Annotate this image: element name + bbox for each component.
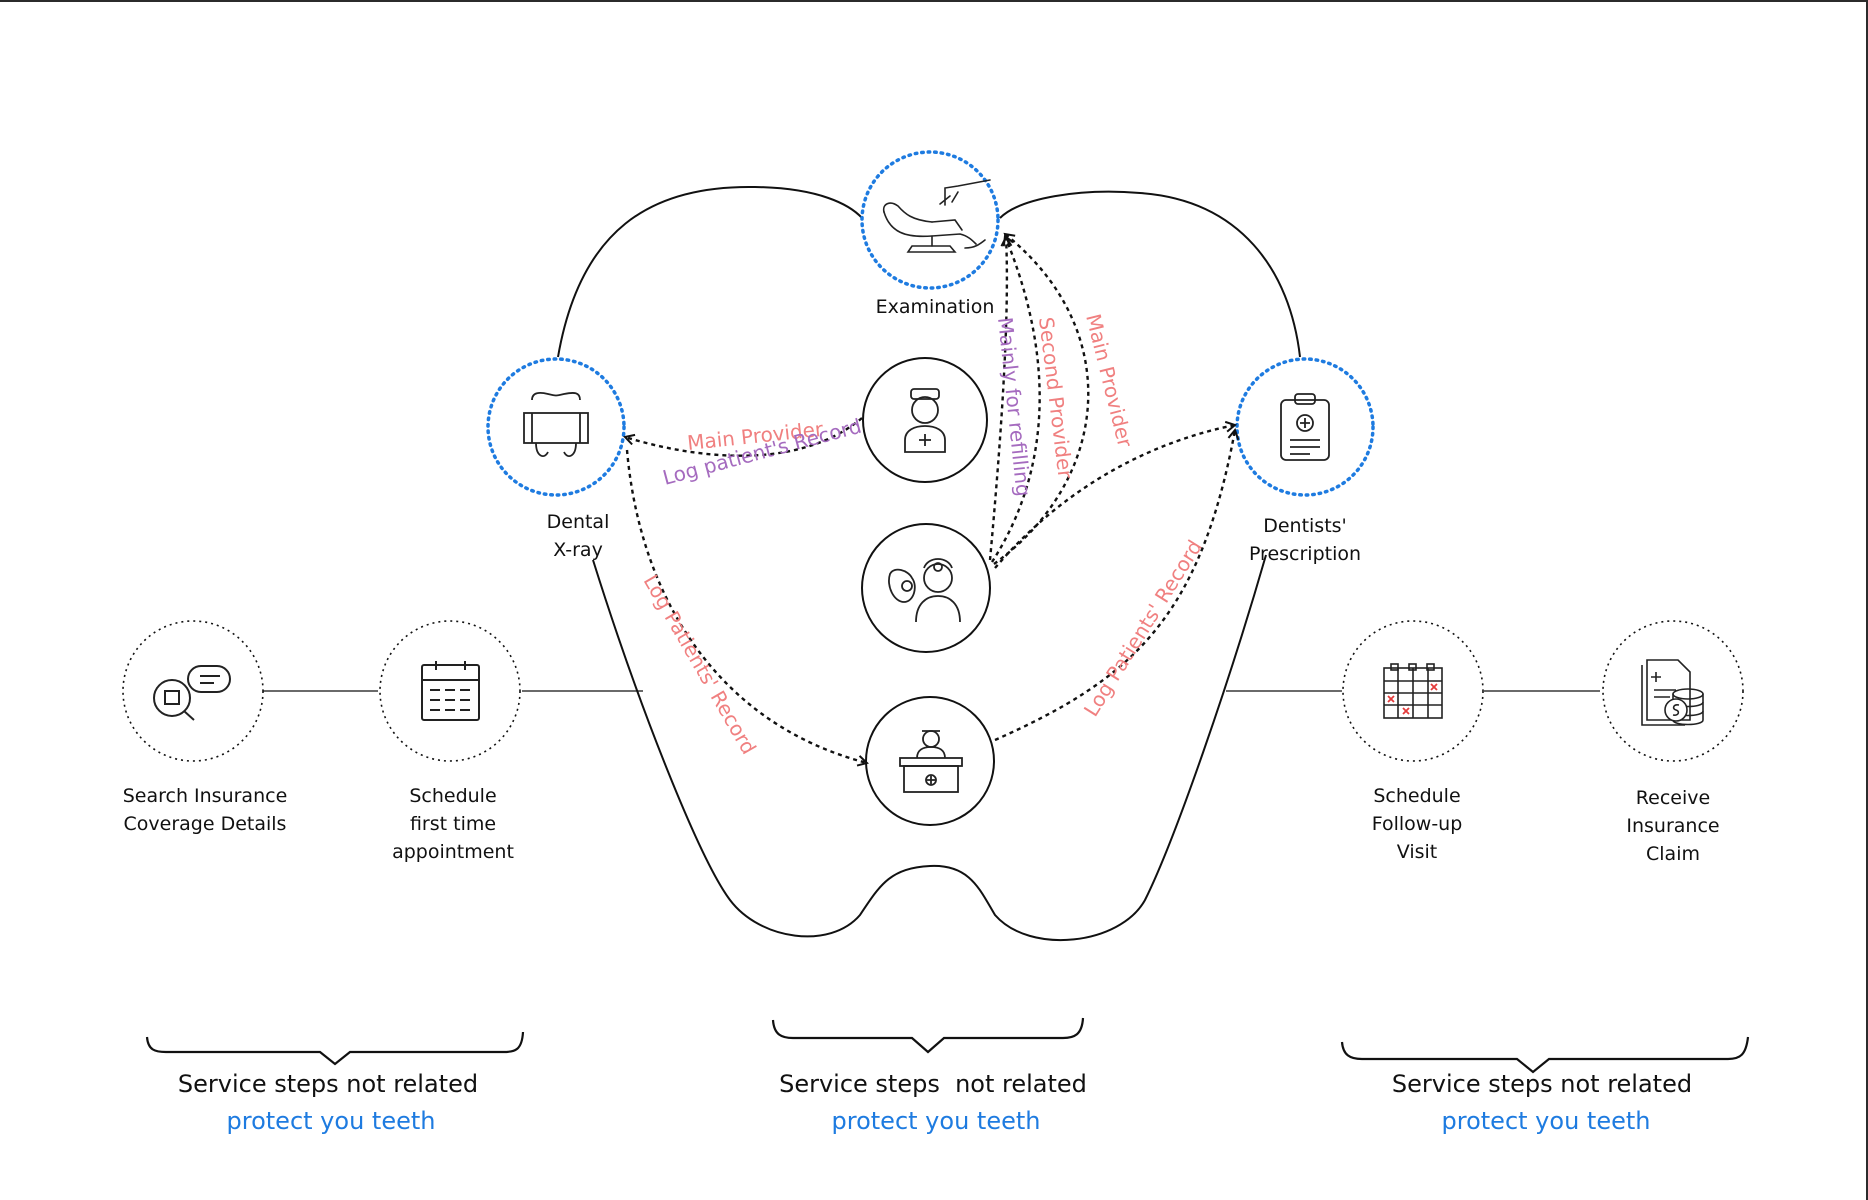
- brace-right: [1340, 1036, 1750, 1074]
- arrow-dentist-to-prescription: [994, 425, 1235, 569]
- label-dentist-mainly-refilling: Mainly for refilling: [993, 316, 1036, 498]
- tooth-outline: [557, 185, 1301, 942]
- dental-xray-node[interactable]: [486, 357, 626, 497]
- label-schedule-followup: Schedule Follow-up Visit: [1371, 785, 1463, 863]
- clipboard-icon: [1280, 393, 1330, 461]
- brace-right-subtitle: protect you teeth: [1441, 1107, 1651, 1135]
- flow-arrows: [625, 234, 1235, 763]
- label-examination: Examination: [875, 296, 995, 318]
- label-dentist-second-provider: Second Provider: [1034, 316, 1078, 481]
- label-search-insurance: Search Insurance Coverage Details: [122, 785, 288, 835]
- brace-center: [771, 1017, 1085, 1054]
- claim-coins-icon: [1641, 659, 1704, 726]
- reception-desk-icon: [899, 730, 963, 793]
- schedule-first-node[interactable]: [379, 620, 521, 762]
- schedule-followup-node[interactable]: [1342, 620, 1484, 762]
- braces: [145, 1017, 1750, 1074]
- frame-top-border: [0, 0, 1868, 2]
- arrow-dentist-to-exam-second: [990, 236, 1041, 563]
- calendar-icon: [421, 661, 480, 721]
- prescription-node[interactable]: [1235, 357, 1375, 497]
- label-xray-log-records: Log Patients' Record: [639, 571, 761, 759]
- dental-chair-icon: [882, 179, 991, 253]
- arrow-nurse-to-xray: [625, 417, 863, 457]
- brace-center-title: Service steps not related: [779, 1070, 1087, 1098]
- label-receive-claim: Receive Insurance Claim: [1626, 787, 1720, 865]
- nurse-icon: [904, 388, 946, 453]
- search-insurance-icon: [153, 665, 231, 721]
- label-schedule-first: Schedule first time appointment: [392, 785, 514, 863]
- label-dental-xray: Dental X-ray: [546, 511, 610, 561]
- arrow-xray-to-reception: [625, 449, 867, 763]
- dentist-icon: [888, 558, 961, 623]
- arrow-reception-to-prescription: [994, 430, 1235, 742]
- frame-right-border: [1866, 0, 1868, 1200]
- nurse-node[interactable]: [862, 357, 988, 483]
- receive-claim-node[interactable]: [1602, 620, 1744, 762]
- brace-left-title: Service steps not related: [177, 1070, 479, 1098]
- brace-center-subtitle: protect you teeth: [831, 1107, 1041, 1135]
- brace-left: [145, 1031, 525, 1066]
- brace-right-title: Service steps not related: [1391, 1070, 1693, 1098]
- label-prescription: Dentists' Prescription: [1248, 515, 1362, 565]
- examination-node[interactable]: [860, 150, 1000, 290]
- search-insurance-node[interactable]: [122, 620, 264, 762]
- calendar-marked-icon: [1383, 663, 1443, 719]
- tooth-xray-icon: [523, 392, 589, 457]
- reception-node[interactable]: [865, 696, 995, 826]
- brace-left-subtitle: protect you teeth: [226, 1107, 436, 1135]
- label-dentist-main-provider: Main Provider: [1081, 311, 1137, 450]
- arrow-dentist-to-exam-refilling: [988, 237, 1007, 561]
- label-reception-log-records: Log Patients' Record: [1079, 536, 1207, 721]
- dentist-node[interactable]: [861, 523, 991, 653]
